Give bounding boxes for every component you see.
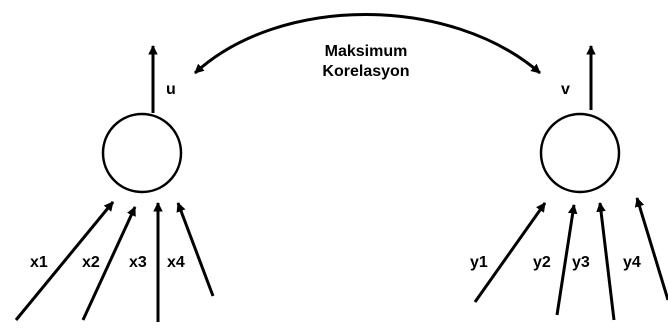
relation-label-line1: Maksimum — [325, 43, 408, 60]
input-label-x2: x2 — [82, 254, 100, 271]
input-label-x3: x3 — [129, 254, 147, 271]
input-arrow-x2 — [81, 206, 137, 321]
input-label-y2: y2 — [533, 254, 551, 271]
left-node — [101, 112, 183, 194]
input-arrow-y4 — [634, 197, 668, 301]
right-output-label: v — [561, 81, 570, 98]
input-arrow-y1 — [473, 202, 547, 303]
correlation-arrow — [193, 13, 541, 75]
input-label-y1: y1 — [470, 254, 488, 271]
input-arrow-x4 — [176, 202, 215, 297]
input-label-x1: x1 — [30, 254, 48, 271]
input-arrow-x1 — [14, 201, 115, 321]
left-output-label: u — [166, 81, 176, 98]
input-label-y4: y4 — [623, 254, 641, 271]
input-arrow-y3 — [596, 202, 616, 321]
relation-label-line2: Korelasyon — [322, 63, 409, 80]
input-label-x4: x4 — [167, 254, 185, 271]
right-node — [539, 112, 621, 194]
input-arrow-y2 — [555, 204, 578, 316]
input-label-y3: y3 — [572, 254, 590, 271]
